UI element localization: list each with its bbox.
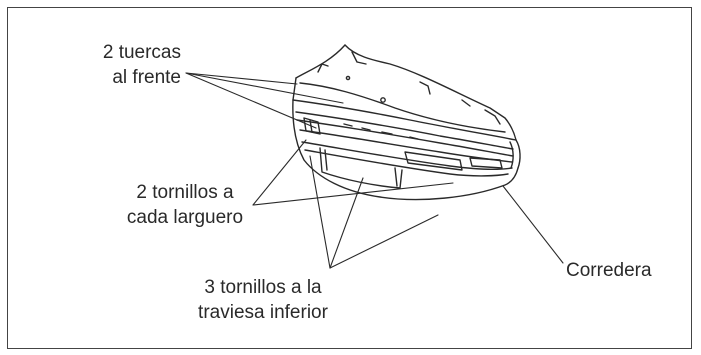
label-lower-crossmember-bolts-line1: 3 tornillos a la [204, 277, 322, 298]
leader-side-member-2 [252, 182, 454, 206]
label-lower-crossmember-bolts-line2: traviesa inferior [198, 302, 328, 323]
leader-front-nut-2 [185, 72, 317, 129]
label-front-nuts-line2: al frente [112, 67, 181, 88]
leader-crossmember-1 [309, 155, 331, 269]
bumper-drawing [292, 44, 521, 201]
label-side-member-bolts: 2 tornillos a cada larguero [118, 180, 252, 230]
leader-side-member-1 [252, 139, 307, 206]
leader-crossmember-3 [329, 214, 439, 269]
leader-front-nut-1 [185, 72, 298, 85]
leader-front-nut-3 [185, 72, 344, 104]
label-side-member-bolts-line1: 2 tornillos a [136, 182, 234, 203]
leader-lines [185, 72, 564, 269]
label-side-member-bolts-line2: cada larguero [126, 207, 244, 228]
label-front-nuts-line1: 2 tuercas [102, 42, 181, 63]
leader-crossmember-2 [329, 177, 364, 269]
leader-slide [502, 185, 564, 264]
label-slide-text: Corredera [566, 260, 652, 281]
label-front-nuts: 2 tuercas al frente [103, 40, 181, 90]
figure-frame [7, 7, 692, 349]
label-lower-crossmember-bolts: 3 tornillos a la traviesa inferior [178, 275, 348, 325]
label-slide: Corredera [566, 258, 652, 283]
